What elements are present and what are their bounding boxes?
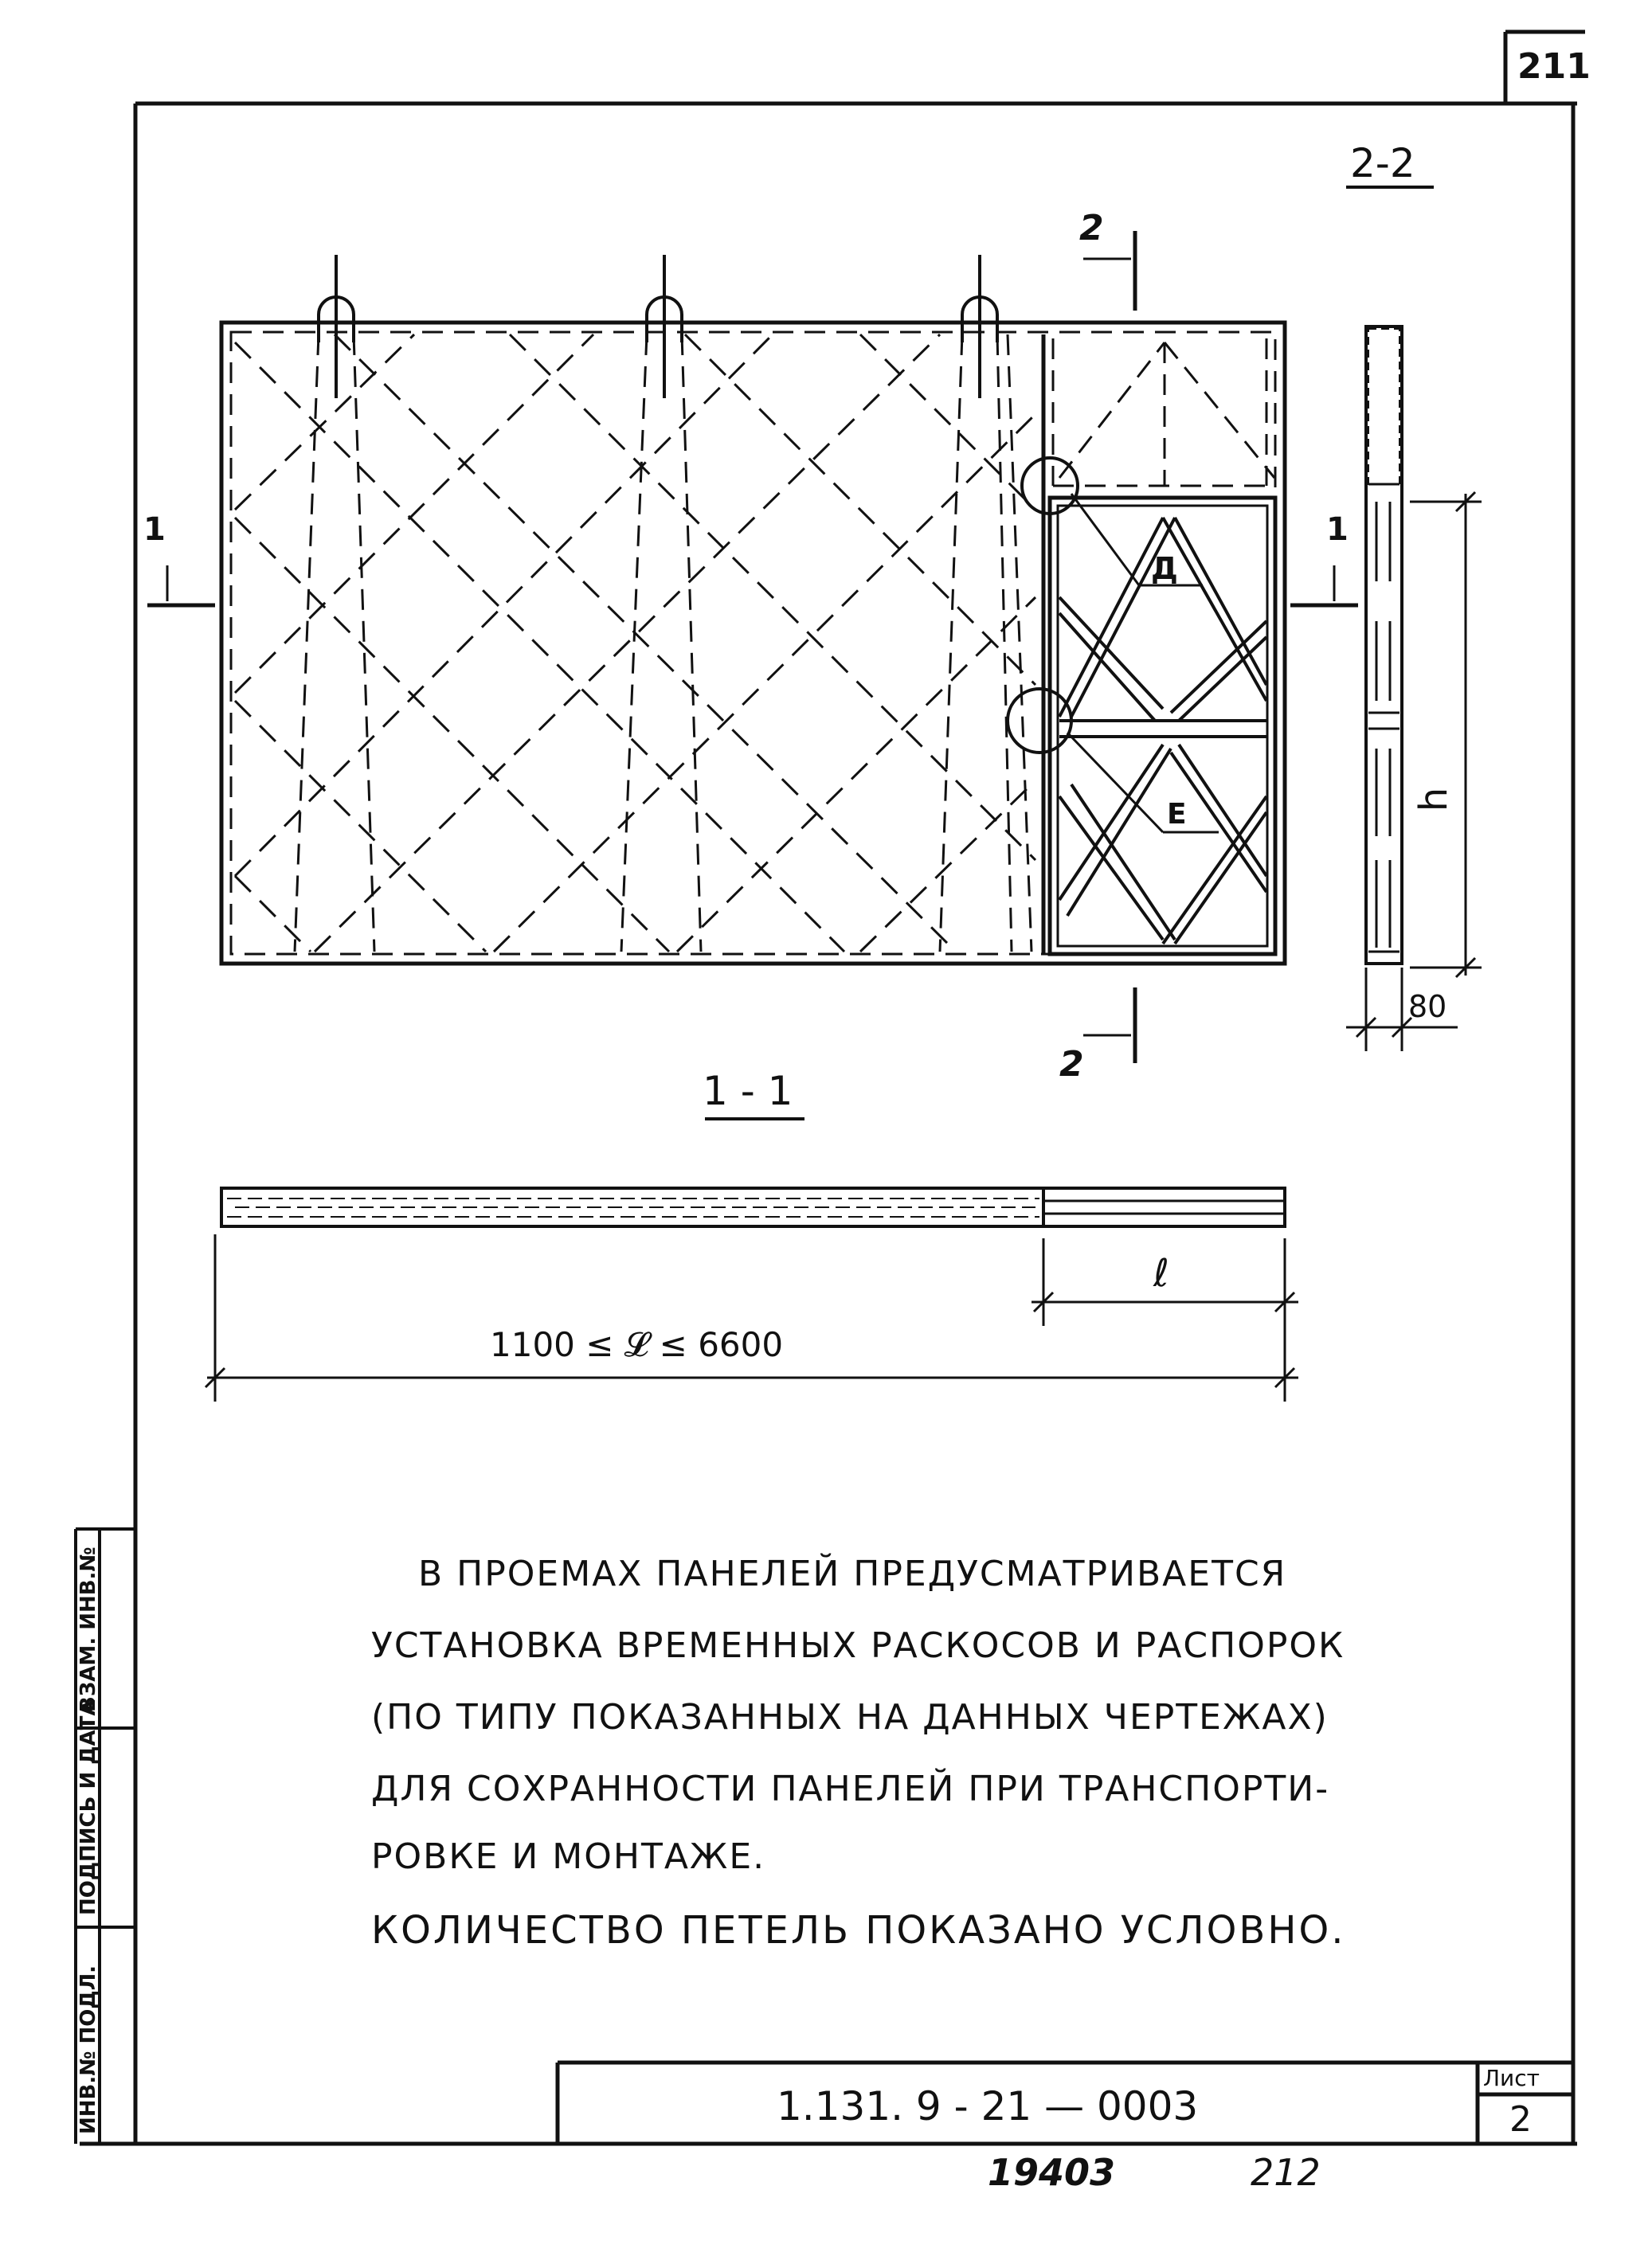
lifting-loops — [317, 255, 999, 398]
section-1-1-title: 1 - 1 — [703, 1068, 793, 1114]
panel-inner-contour — [229, 330, 1277, 956]
section-mark-1-left: 1 — [143, 511, 166, 548]
sheet-label: Лист — [1483, 2065, 1540, 2091]
page-number-bottom: 212 — [1251, 2151, 1321, 2194]
dimension-l: ℓ — [1153, 1251, 1169, 1296]
note-line-2: УСТАНОВКА ВРЕМЕННЫХ РАСКОСОВ И РАСПОРОК — [371, 1625, 1345, 1666]
section-mark-2-top: 2 — [1079, 208, 1104, 248]
section-2-2 — [1346, 325, 1482, 1051]
note-line-6: КОЛИЧЕСТВО ПЕТЕЛЬ ПОКАЗАНО УСЛОВНО. — [371, 1908, 1346, 1953]
dimension-h: h — [1411, 787, 1457, 812]
section-mark-2-bottom: 2 — [1059, 1044, 1084, 1085]
dimension-80: 80 — [1408, 989, 1447, 1024]
opening-frame — [1047, 495, 1278, 956]
node-e-label: Е — [1167, 798, 1187, 831]
note-line-4: ДЛЯ СОХРАННОСТИ ПАНЕЛЕЙ ПРИ ТРАНСПОРТИ- — [371, 1769, 1330, 1809]
panel-elevation — [147, 231, 1358, 1063]
side-stamp-sign-date: ПОДПИСЬ И ДАТА — [76, 1699, 100, 1915]
note-line-1: В ПРОЕМАХ ПАНЕЛЕЙ ПРЕДУСМАТРИВАЕТСЯ — [418, 1554, 1287, 1594]
node-a-label: Д — [1151, 551, 1178, 586]
page-number-top: 211 — [1517, 46, 1591, 87]
node-e-circle — [1006, 687, 1073, 754]
section-1-1 — [204, 186, 1434, 1402]
inventory-number: 19403 — [988, 2151, 1116, 2194]
side-stamp-frame — [74, 1527, 135, 2144]
document-code: 1.131. 9 - 21 — 0003 — [777, 2083, 1199, 2129]
side-stamp-replace-inv: ВЗАМ. ИНВ.№ — [76, 1547, 100, 1712]
section-mark-1-right: 1 — [1326, 511, 1349, 548]
note-line-5: РОВКЕ И МОНТАЖЕ. — [371, 1836, 766, 1877]
title-block-frame — [555, 2060, 1573, 2144]
dimension-L: 1100 ≤ 𝓛 ≤ 6600 — [490, 1325, 784, 1364]
node-a-circle — [1020, 456, 1079, 515]
side-stamp-inv-orig: ИНВ.№ ПОДЛ. — [76, 1965, 100, 2134]
sheet-number: 2 — [1509, 2099, 1532, 2140]
note-line-3: (ПО ТИПУ ПОКАЗАННЫХ НА ДАННЫХ ЧЕРТЕЖАХ) — [371, 1697, 1329, 1738]
panel-outline — [219, 320, 1287, 966]
section-2-2-title: 2-2 — [1350, 140, 1415, 186]
sheet-frame — [80, 29, 1585, 2146]
